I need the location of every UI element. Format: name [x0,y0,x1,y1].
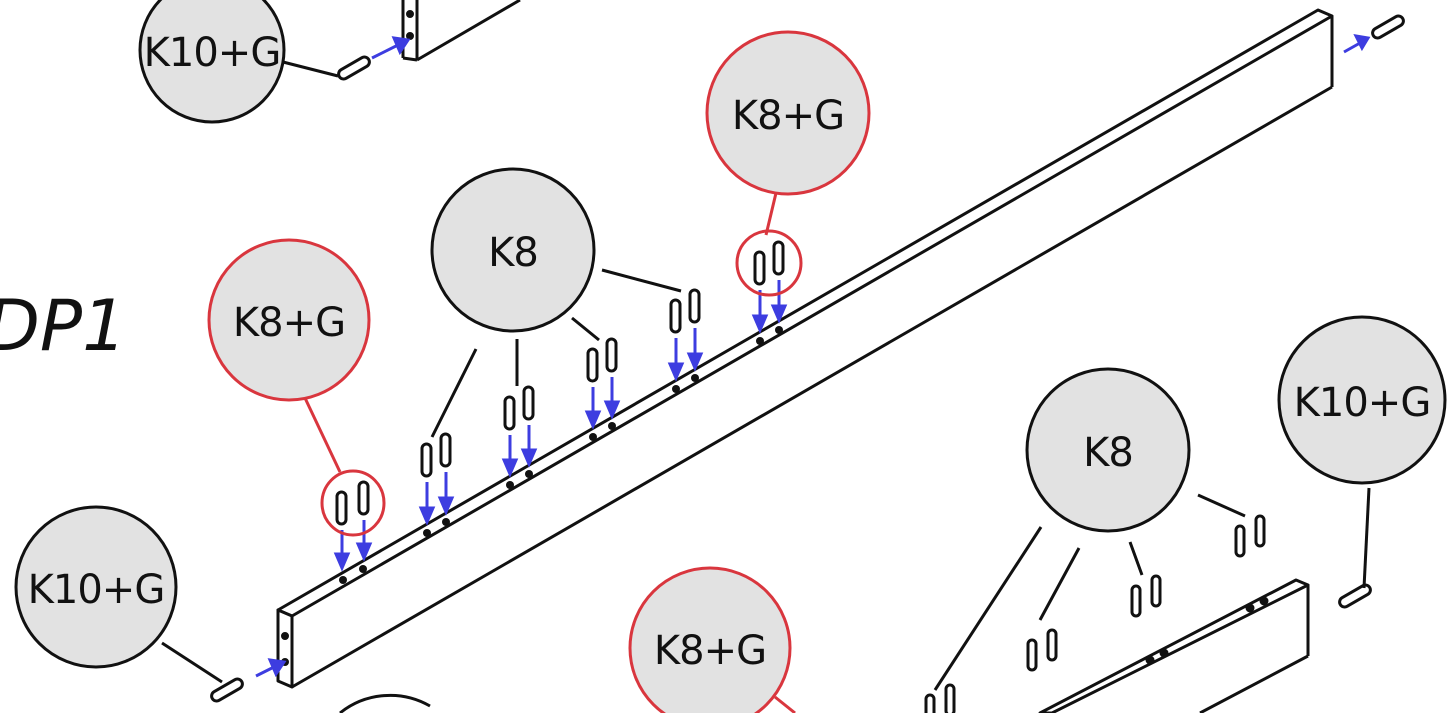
callout-k10g-left: K10+G [14,505,178,669]
callout-partial-bottom [339,693,431,713]
callout-k10g-right: K10+G [1277,315,1447,485]
callout-label: K8 [488,230,538,276]
part-label: DP1 [0,285,127,367]
callout-label: K8+G [732,93,844,139]
callout-label: K10+G [28,567,165,613]
panel-top-fragment [401,0,521,62]
highlight-leader-lines [303,192,796,713]
callout-k8g-bottom: K8+G [628,566,792,713]
callout-k8g-left: K8+G [207,238,371,402]
rail-dowel-holes [339,326,783,584]
callout-k8-main: K8 [430,167,596,333]
highlight-rings [320,229,803,537]
panel-lower-right [1038,578,1310,713]
highlight-ring-left [320,469,386,537]
rail-dowels [335,240,785,526]
leader-lines [161,60,1371,691]
lower-right-dowels [924,514,1266,713]
callout-label: K8+G [654,628,766,674]
end-dowels [210,14,1405,703]
callout-k8g-top: K8+G [705,30,871,196]
callout-k10g-top: K10+G [138,0,286,124]
callout-k8-lower: K8 [1025,367,1191,533]
highlight-ring-top [735,229,803,297]
callout-label: K8 [1083,430,1133,476]
callout-label: K10+G [1294,380,1431,426]
callout-label: K8+G [233,300,345,346]
callout-label: K10+G [144,30,281,76]
